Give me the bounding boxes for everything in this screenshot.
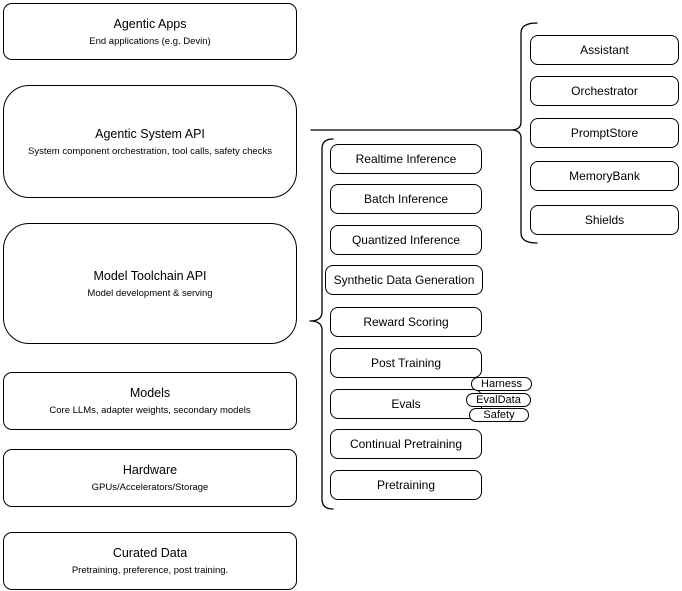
node-label: PromptStore bbox=[570, 126, 639, 140]
node-realtime-inference: Realtime Inference bbox=[330, 144, 482, 174]
tag-harness: Harness bbox=[471, 377, 532, 391]
node-label: Assistant bbox=[580, 43, 629, 57]
node-subtitle: Model development & serving bbox=[87, 287, 213, 299]
node-shields: Shields bbox=[530, 205, 679, 235]
node-curated-data: Curated Data Pretraining, preference, po… bbox=[3, 532, 297, 590]
node-label: Batch Inference bbox=[363, 192, 449, 206]
node-promptstore: PromptStore bbox=[530, 118, 679, 148]
node-label: Orchestrator bbox=[571, 84, 638, 98]
system-brace bbox=[510, 22, 538, 244]
node-memorybank: MemoryBank bbox=[530, 161, 679, 191]
node-post-training: Post Training bbox=[330, 348, 482, 378]
node-label: Quantized Inference bbox=[351, 233, 461, 247]
node-synthetic-data-generation: Synthetic Data Generation bbox=[325, 265, 483, 295]
tag-label: EvalData bbox=[476, 394, 521, 406]
node-label: MemoryBank bbox=[569, 169, 640, 183]
node-title: Agentic Apps bbox=[113, 16, 187, 31]
node-pretraining: Pretraining bbox=[330, 470, 482, 500]
node-subtitle: System component orchestration, tool cal… bbox=[28, 145, 272, 157]
node-subtitle: Pretraining, preference, post training. bbox=[71, 565, 229, 576]
node-label: Evals bbox=[391, 397, 421, 411]
node-label: Synthetic Data Generation bbox=[333, 273, 475, 287]
node-label: Pretraining bbox=[376, 478, 436, 492]
node-label: Realtime Inference bbox=[355, 152, 457, 166]
toolchain-brace bbox=[309, 138, 334, 510]
node-subtitle: End applications (e.g. Devin) bbox=[89, 35, 211, 47]
node-label: Post Training bbox=[370, 356, 442, 370]
node-quantized-inference: Quantized Inference bbox=[330, 225, 482, 255]
node-models: Models Core LLMs, adapter weights, secon… bbox=[3, 372, 297, 430]
node-evals: Evals bbox=[330, 389, 482, 419]
tag-label: Harness bbox=[481, 378, 522, 390]
node-subtitle: Core LLMs, adapter weights, secondary mo… bbox=[49, 405, 251, 416]
node-batch-inference: Batch Inference bbox=[330, 184, 482, 214]
node-continual-pretraining: Continual Pretraining bbox=[330, 429, 482, 459]
node-agentic-system-api: Agentic System API System component orch… bbox=[3, 85, 297, 198]
node-label: Reward Scoring bbox=[363, 315, 449, 329]
node-reward-scoring: Reward Scoring bbox=[330, 307, 482, 337]
node-orchestrator: Orchestrator bbox=[530, 76, 679, 106]
node-model-toolchain-api: Model Toolchain API Model development & … bbox=[3, 223, 297, 344]
tag-label: Safety bbox=[483, 409, 515, 421]
node-assistant: Assistant bbox=[530, 35, 679, 65]
node-title: Hardware bbox=[122, 463, 178, 477]
node-title: Model Toolchain API bbox=[93, 268, 207, 283]
node-label: Shields bbox=[584, 213, 625, 227]
tag-safety: Safety bbox=[469, 408, 529, 422]
node-title: Models bbox=[129, 386, 171, 400]
node-title: Agentic System API bbox=[95, 126, 205, 141]
tag-evaldata: EvalData bbox=[466, 393, 531, 407]
node-subtitle: GPUs/Accelerators/Storage bbox=[91, 482, 209, 493]
node-hardware: Hardware GPUs/Accelerators/Storage bbox=[3, 449, 297, 507]
node-agentic-apps: Agentic Apps End applications (e.g. Devi… bbox=[3, 3, 297, 60]
node-label: Continual Pretraining bbox=[349, 437, 463, 451]
node-title: Curated Data bbox=[112, 546, 188, 560]
